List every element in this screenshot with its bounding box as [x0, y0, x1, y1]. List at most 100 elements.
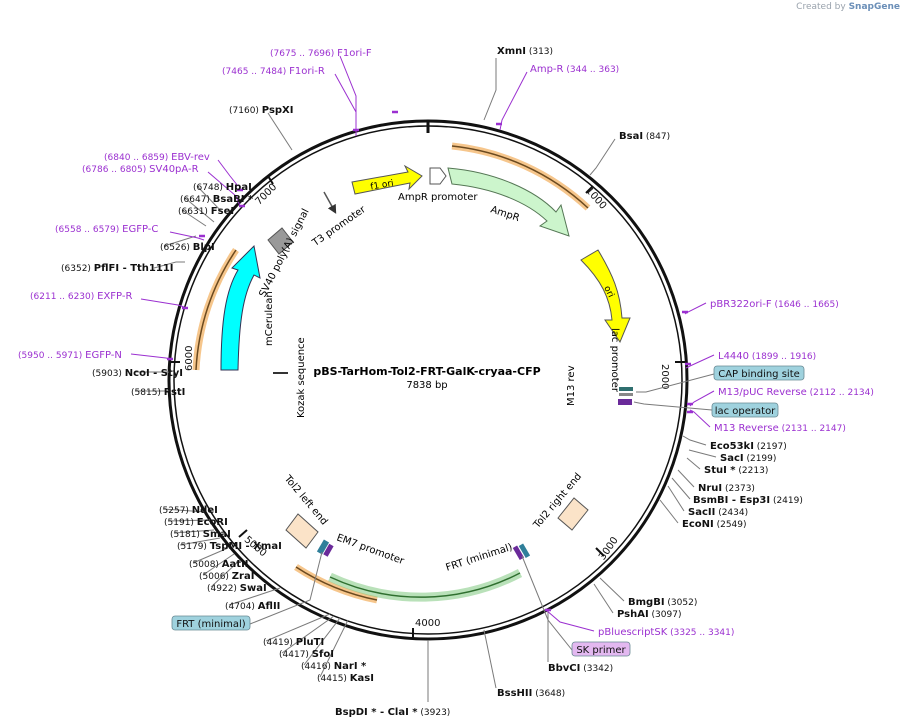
enzyme-site[interactable]: (5257) NdeI [159, 505, 218, 516]
enzyme-site[interactable]: BssHII (3648) [497, 688, 565, 699]
leader-primer-5 [169, 231, 205, 241]
primer-name: SV40pA-R [149, 164, 198, 175]
enzyme-position: (4419) [263, 638, 296, 648]
enzyme-site[interactable]: (6352) PflFI - Tth111I [61, 263, 174, 274]
primer-label[interactable]: M13/pUC Reverse (2112 .. 2134) [718, 387, 874, 398]
primer-label[interactable]: (6211 .. 6230) EXFP-R [30, 291, 132, 302]
leader-enzyme-21 [192, 547, 229, 564]
enzyme-site[interactable]: PshAI (3097) [617, 609, 681, 620]
leader-enzyme-3 [688, 449, 717, 458]
label-tol2-left-end: Tol2 left end [281, 473, 329, 528]
label-ampr-promoter: AmpR promoter [398, 192, 478, 203]
enzyme-site[interactable]: SacII (2434) [688, 507, 748, 518]
svg-text:(4922) SwaI: (4922) SwaI [207, 583, 267, 594]
enzyme-name: TspMI [210, 541, 242, 552]
feature-box-label[interactable]: SK primer [571, 641, 631, 657]
enzyme-site[interactable]: (5181) SmaI [170, 529, 231, 540]
enzyme-position: (5008) [189, 560, 222, 570]
leader-primer-0 [339, 55, 357, 134]
enzyme-name: BlpI [193, 242, 215, 253]
enzyme-site[interactable]: NruI (2373) [698, 483, 755, 494]
enzyme-site[interactable]: Eco53kI (2197) [710, 441, 787, 452]
label-em7-promoter: EM7 promoter [335, 532, 406, 567]
leader-box-3 [521, 555, 573, 651]
primer-label[interactable]: M13 Reverse (2131 .. 2147) [714, 423, 846, 434]
primer-label[interactable]: Amp-R (344 .. 363) [530, 64, 619, 75]
enzyme-site[interactable]: (5191) EcoRI [164, 517, 228, 528]
leader-enzyme-14 [319, 619, 349, 678]
primer-name: Amp-R [530, 64, 564, 75]
svg-text:BsaI (847): BsaI (847) [619, 131, 670, 142]
svg-text:PshAI (3097): PshAI (3097) [617, 609, 681, 620]
leader-enzyme-25 [162, 508, 207, 513]
snapgene-credit: Created by SnapGene [796, 2, 900, 12]
enzyme-site[interactable]: (5903) NcoI - StyI [92, 368, 183, 379]
feature-box-text: FRT (minimal) [176, 619, 245, 630]
enzyme-site[interactable]: (4922) SwaI [207, 583, 267, 594]
enzyme-site[interactable]: (5179) TspMI - XmaI [177, 541, 282, 552]
enzyme-site[interactable]: (4704) AflII [225, 601, 280, 612]
enzyme-site[interactable]: BsmBI - Esp3I (2419) [693, 495, 803, 506]
primer-label[interactable]: (7675 .. 7696) F1ori-F [270, 48, 372, 59]
enzyme-position: (6352) [61, 264, 94, 274]
leader-enzyme-33 [267, 112, 293, 151]
label-t3-promoter: T3 promoter [310, 204, 369, 250]
enzyme-site[interactable]: (7160) PspXI [229, 105, 294, 116]
enzyme-name: PluTI [296, 637, 324, 648]
primer-name: pBR322ori-F [710, 299, 772, 310]
leader-box-2 [249, 551, 323, 625]
enzyme-site[interactable]: BspDI * - ClaI * (3923) [335, 707, 450, 718]
enzyme-site[interactable]: (6748) HpaI [193, 182, 252, 193]
enzyme-site[interactable]: (5008) AatII [189, 559, 249, 570]
primer-label[interactable]: L4440 (1899 .. 1916) [718, 351, 816, 362]
feature-box-label[interactable]: CAP binding site [713, 365, 805, 381]
leader-primer-2 [499, 71, 528, 131]
primer-name: EBV-rev [171, 152, 210, 163]
enzyme-site[interactable]: SacI (2199) [720, 453, 776, 464]
enzyme-site[interactable]: XmnI (313) [497, 46, 553, 57]
enzyme-site[interactable]: (6631) FseI [178, 206, 234, 217]
primer-label[interactable]: (7465 .. 7484) F1ori-R [222, 66, 325, 77]
enzyme-site[interactable]: BbvCI (3342) [548, 663, 613, 674]
svg-text:(7160) PspXI: (7160) PspXI [229, 105, 294, 116]
svg-text:(5008) AatII: (5008) AatII [189, 559, 249, 570]
leader-enzyme-17 [265, 613, 331, 642]
enzyme-site[interactable]: (4415) KasI [317, 673, 374, 684]
primer-name: EGFP-N [85, 350, 122, 361]
svg-text:(4419) PluTI: (4419) PluTI [263, 637, 324, 648]
primer-label[interactable]: (6840 .. 6859) EBV-rev [104, 152, 210, 163]
svg-text:NruI (2373): NruI (2373) [698, 483, 755, 494]
enzyme-site[interactable]: StuI * (2213) [704, 465, 768, 476]
leader-enzyme-22 [179, 537, 221, 546]
feature-t3-promoter [323, 191, 337, 214]
enzyme-position: (4416) [301, 662, 334, 672]
enzyme-name: AflII [258, 601, 281, 612]
enzyme-site[interactable]: (4416) NarI * [301, 661, 367, 672]
enzyme-name: BmgBI [628, 597, 665, 608]
leader-primer-9 [685, 354, 715, 369]
label-lac-promoter: lac promoter [609, 328, 620, 393]
enzyme-site[interactable]: (6526) BlpI [160, 242, 215, 253]
primer-label[interactable]: pBR322ori-F (1646 .. 1665) [710, 299, 839, 310]
enzyme-site[interactable]: BsaI (847) [619, 131, 670, 142]
enzyme-site[interactable]: BmgBI (3052) [628, 597, 697, 608]
primer-label[interactable]: (5950 .. 5971) EGFP-N [18, 350, 122, 361]
enzyme-site[interactable]: (4419) PluTI [263, 637, 324, 648]
feature-box-label[interactable]: FRT (minimal) [171, 615, 251, 631]
enzyme-site[interactable]: EcoNI (2549) [682, 519, 747, 530]
enzyme-site[interactable]: (5815) PstI [131, 387, 185, 398]
enzyme-site[interactable]: (4417) SfoI [279, 649, 334, 660]
enzyme-site[interactable]: (6647) BsaBI * [180, 194, 254, 205]
feature-box-label[interactable]: lac operator [711, 402, 779, 418]
primer-range: (6558 .. 6579) [55, 225, 122, 235]
primer-label[interactable]: (6558 .. 6579) EGFP-C [55, 224, 158, 235]
svg-text:(5191) EcoRI: (5191) EcoRI [164, 517, 228, 528]
enzyme-position: (4922) [207, 584, 240, 594]
enzyme-position: (2419) [770, 496, 803, 506]
enzyme-site[interactable]: (5006) ZraI [199, 571, 254, 582]
annotation-labels: XmnI (313) BsaI (847) Eco53kI (2197)SacI (… [18, 46, 874, 718]
primer-label[interactable]: pBluescriptSK (3325 .. 3341) [598, 627, 734, 638]
primer-label[interactable]: (6786 .. 6805) SV40pA-R [82, 164, 199, 175]
enzyme-name: SmaI [203, 529, 231, 540]
enzyme-name: FseI [211, 206, 234, 217]
